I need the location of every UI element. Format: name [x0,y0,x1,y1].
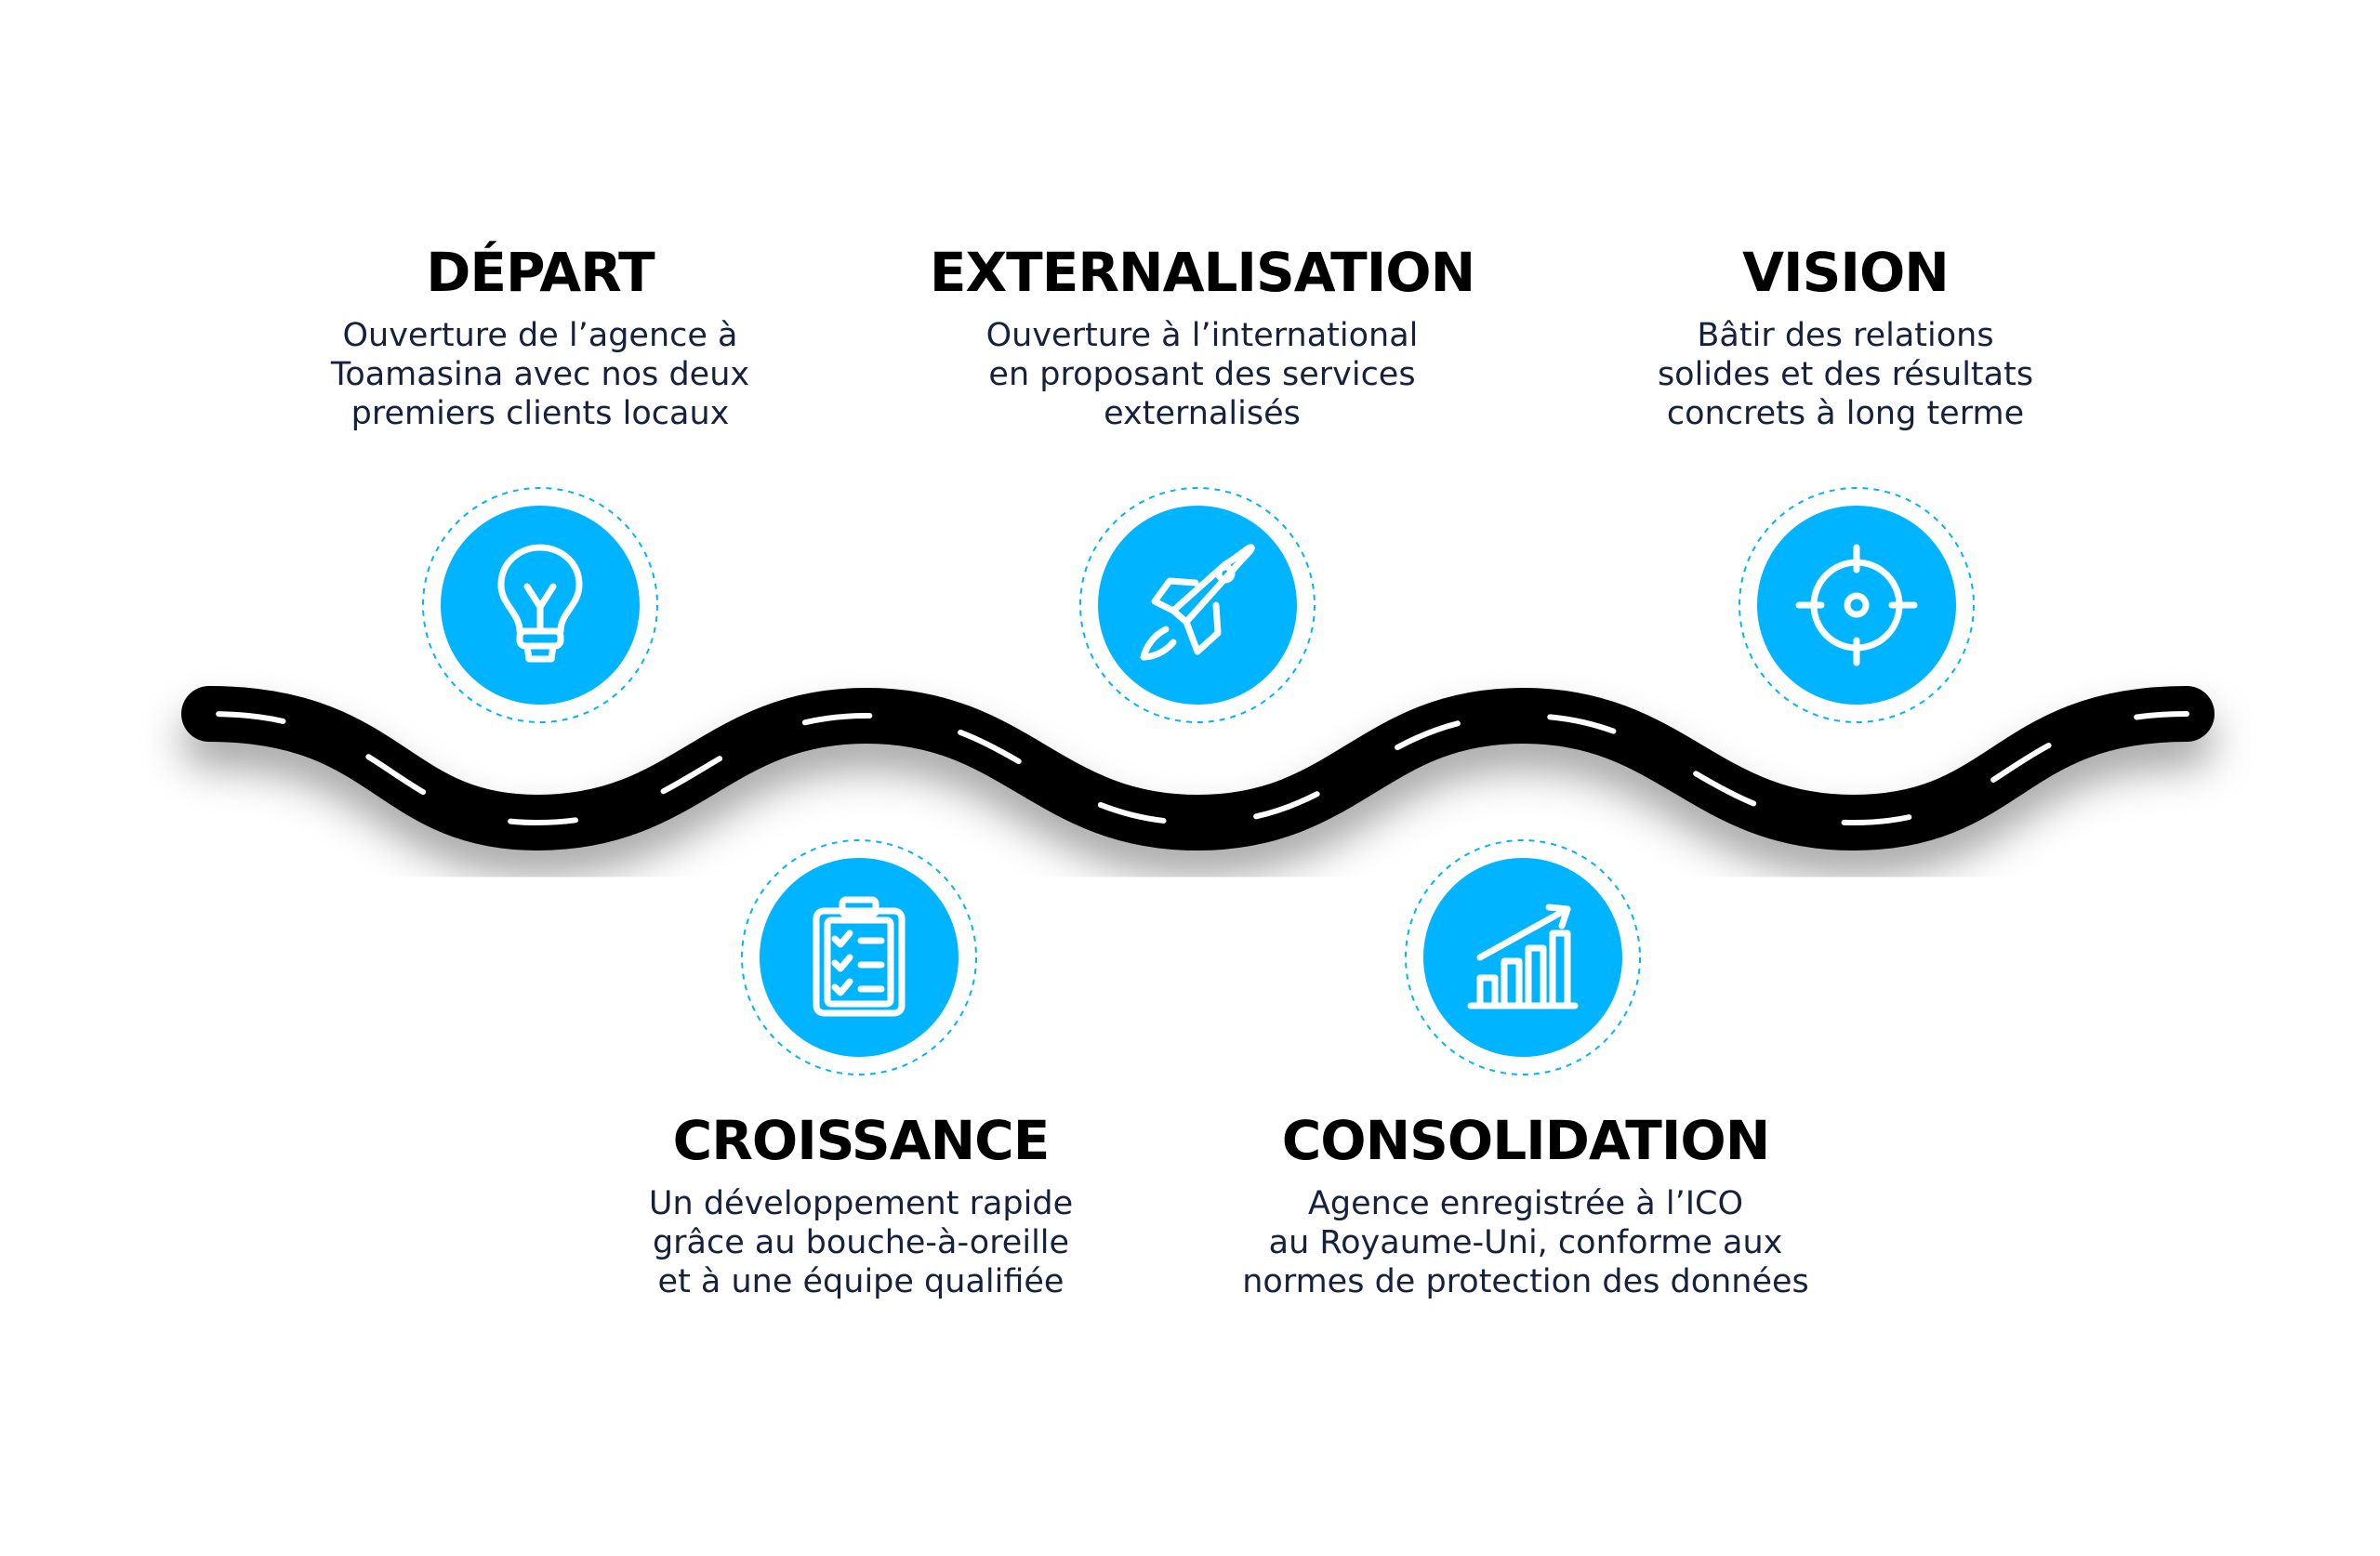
step-description: Bâtir des relations solides et des résul… [1520,316,2171,433]
step-croissance: CROISSANCE Un développement rapide grâce… [536,1109,1186,1301]
description-line: solides et des résultats [1657,355,2034,393]
description-line: premiers clients locaux [350,394,730,432]
road [181,686,2215,851]
step-description: Agence enregistrée à l’ICO au Royaume-Un… [1200,1184,1851,1301]
description-line: externalisés [1104,394,1301,432]
step-depart: DÉPART Ouverture de l’agence à Toamasina… [215,241,866,433]
step-description: Ouverture à l’international en proposant… [877,316,1527,433]
step-title: DÉPART [426,241,654,304]
badge-consolidation [1405,839,1641,1075]
lightbulb-icon [497,544,583,663]
road-lane-markings [206,711,2189,826]
description-line: Ouverture de l’agence à [342,316,738,354]
growth-chart-icon [1467,903,1579,1009]
badge-vision [1739,487,1975,723]
target-icon [1795,544,1918,666]
badge-croissance [741,839,977,1075]
step-externalisation: EXTERNALISATION Ouverture à l’internatio… [877,241,1527,433]
step-title: CROISSANCE [672,1109,1051,1172]
description-line: normes de protection des données [1242,1262,1809,1300]
description-line: en proposant des services [988,355,1416,393]
clipboard-checklist-icon [813,896,906,1017]
description-line: au Royaume-Uni, conforme aux [1268,1223,1783,1261]
step-consolidation: CONSOLIDATION Agence enregistrée à l’ICO… [1200,1109,1851,1301]
rocket-icon [1140,544,1255,661]
step-description: Ouverture de l’agence à Toamasina avec n… [215,316,866,433]
step-description: Un développement rapide grâce au bouche-… [536,1184,1186,1301]
step-title: EXTERNALISATION [929,241,1475,304]
description-line: concrets à long terme [1666,394,2025,432]
step-title: CONSOLIDATION [1281,1109,1771,1172]
badge-externalisation [1079,487,1316,723]
description-line: Toamasina avec nos deux [330,355,750,393]
description-line: Bâtir des relations [1697,316,1994,354]
description-line: Un développement rapide [648,1184,1074,1222]
description-line: Agence enregistrée à l’ICO [1307,1184,1744,1222]
description-line: et à une équipe qualifiée [657,1262,1064,1300]
description-line: Ouverture à l’international [985,316,1419,354]
badge-depart [422,487,658,723]
step-title: VISION [1742,241,1950,304]
description-line: grâce au bouche-à-oreille [652,1223,1070,1261]
step-vision: VISION Bâtir des relations solides et de… [1520,241,2171,433]
